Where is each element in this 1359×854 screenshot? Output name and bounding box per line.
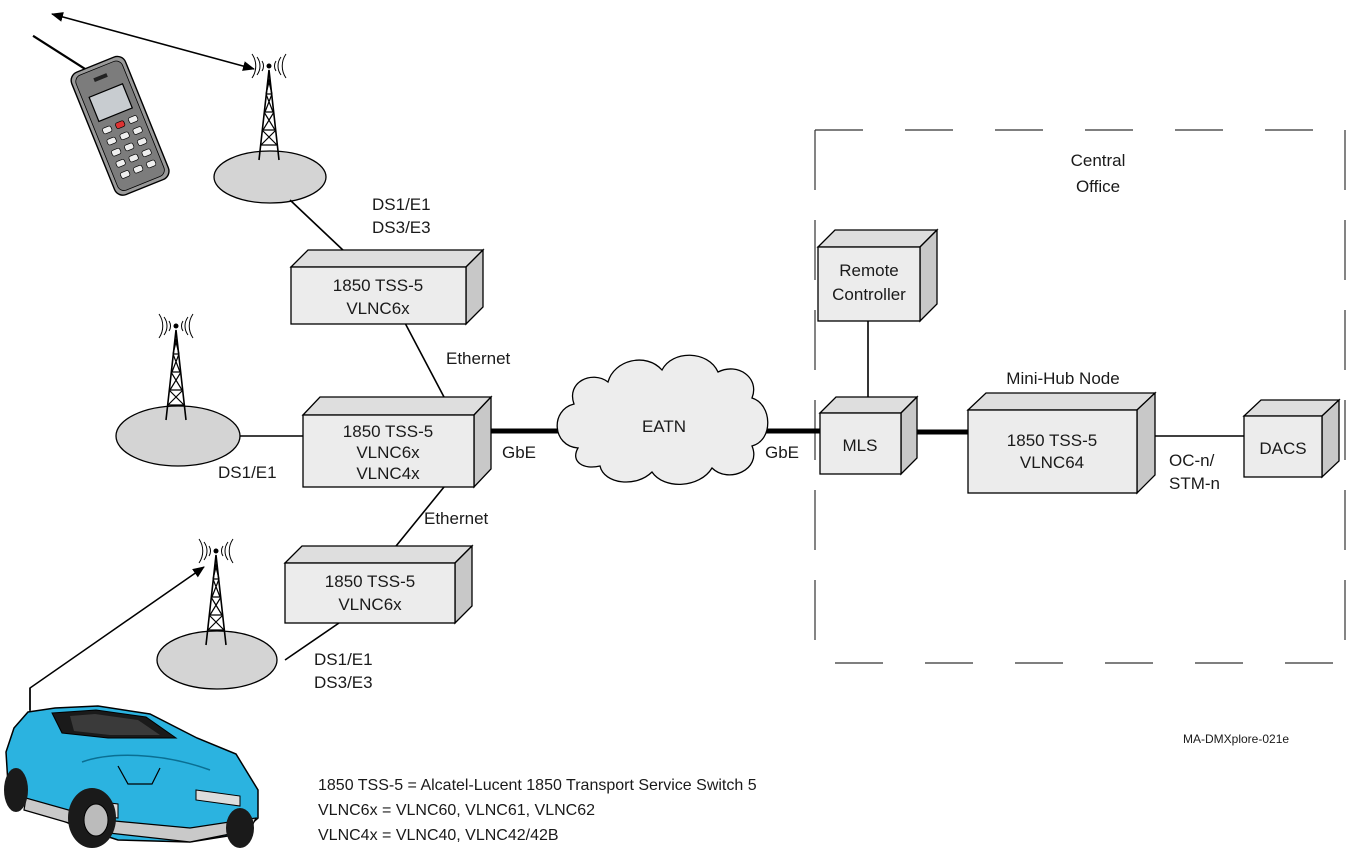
eatn-cloud	[556, 354, 769, 485]
figure-id: MA-DMXplore-021e	[1183, 732, 1289, 746]
mobile-phone-icon	[32, 34, 170, 196]
remote-controller-label-2: Controller	[832, 285, 906, 304]
mls-label: MLS	[843, 436, 878, 455]
cell-site-mid	[115, 405, 241, 467]
mls-box[interactable]	[818, 395, 919, 476]
central-office-label-2: Office	[1076, 177, 1120, 196]
tower-top-icon	[251, 53, 287, 161]
ds1-mid-label: DS1/E1	[218, 463, 277, 482]
bottom-tdm-label: DS1/E1	[314, 650, 373, 669]
tss-hub-label: 1850 TSS-5	[1007, 431, 1097, 450]
dacs-box[interactable]	[1242, 398, 1341, 479]
tss-bottom-box[interactable]	[283, 544, 474, 625]
tower-bottom-icon	[198, 538, 234, 646]
remote-controller-box[interactable]	[816, 228, 939, 323]
cell-site-bottom	[156, 630, 278, 690]
bottom-tdm-label-2: DS3/E3	[314, 673, 373, 692]
ethernet-bottom-label: Ethernet	[424, 509, 489, 528]
tss-top-label: 1850 TSS-5	[333, 276, 423, 295]
eatn-label: EATN	[642, 417, 686, 436]
tss-hub-model: VLNC64	[1020, 453, 1084, 472]
dacs-label: DACS	[1259, 439, 1306, 458]
tss-mid-box[interactable]	[301, 395, 493, 489]
central-office-label: Central	[1071, 151, 1126, 170]
legend-line-3: VLNC4x = VLNC40, VLNC42/42B	[318, 827, 559, 844]
top-tdm-label: DS1/E1	[372, 195, 431, 214]
tss-top-box[interactable]	[289, 248, 485, 326]
cell-site-top	[213, 150, 327, 204]
mini-hub-label: Mini-Hub Node	[1006, 369, 1119, 388]
tss-mid-label: 1850 TSS-5	[343, 422, 433, 441]
remote-controller-label: Remote	[839, 261, 899, 280]
legend-line-2: VLNC6x = VLNC60, VLNC61, VLNC62	[318, 802, 595, 819]
tss-mid-model-2: VLNC4x	[356, 464, 420, 483]
legend-line-1: 1850 TSS-5 = Alcatel-Lucent 1850 Transpo…	[318, 777, 757, 794]
radio-arrow-phone	[51, 12, 255, 71]
tower-mid-icon	[158, 313, 194, 421]
ethernet-top-label: Ethernet	[446, 349, 511, 368]
car-icon	[4, 688, 259, 848]
gbe-right-label: GbE	[765, 443, 799, 462]
oc-n-label: OC-n/	[1169, 451, 1215, 470]
stm-n-label: STM-n	[1169, 474, 1220, 493]
top-tdm-label-2: DS3/E3	[372, 218, 431, 237]
tss-mid-model: VLNC6x	[356, 443, 420, 462]
gbe-left-label: GbE	[502, 443, 536, 462]
tss-bottom-model: VLNC6x	[338, 595, 402, 614]
tss-hub-box[interactable]	[966, 391, 1157, 495]
tss-top-model: VLNC6x	[346, 299, 410, 318]
tss-bottom-label: 1850 TSS-5	[325, 572, 415, 591]
